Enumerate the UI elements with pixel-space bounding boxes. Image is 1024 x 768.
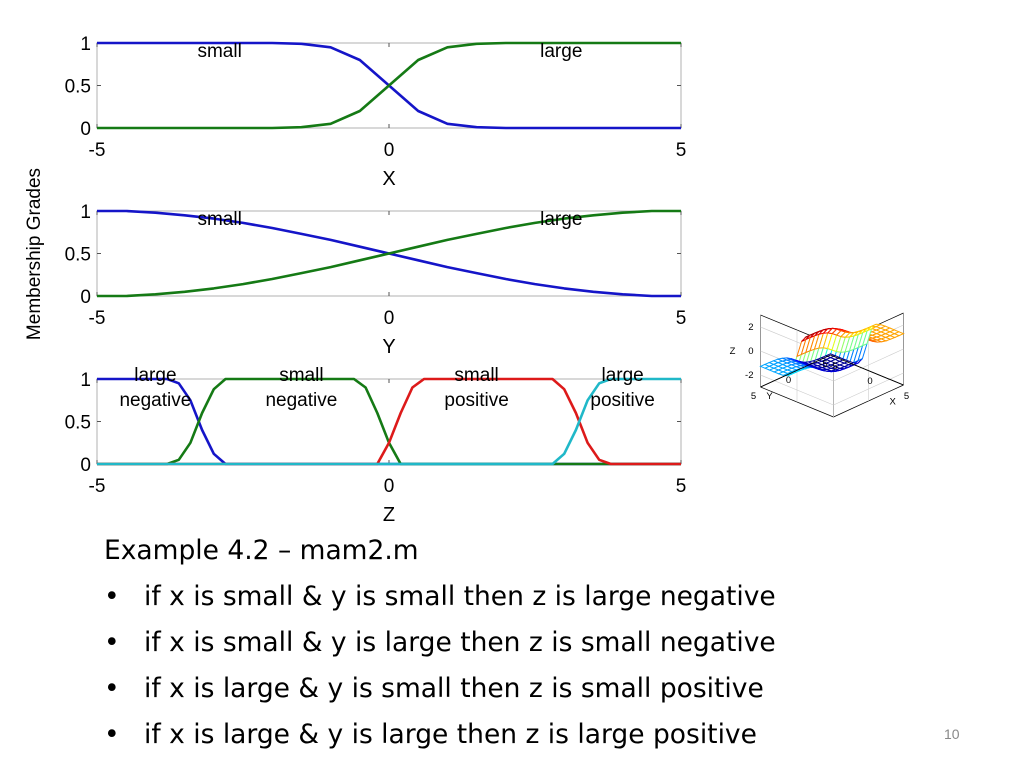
z-axis-label: Z xyxy=(730,346,736,357)
x-axis-label: X xyxy=(382,168,395,190)
y-tick-label: 0 xyxy=(786,375,791,386)
series-line-large xyxy=(97,209,681,298)
x-axis-line xyxy=(830,354,904,386)
rule-item: • if x is small & y is small then z is la… xyxy=(104,574,776,620)
rule-item: • if x is small & y is large then z is sm… xyxy=(104,620,776,666)
gridline xyxy=(833,372,904,406)
x-tick-label: 5 xyxy=(676,308,687,329)
gridline xyxy=(833,348,904,382)
x-axis-label: Z xyxy=(383,504,395,526)
rule-item: • if x is large & y is large then z is la… xyxy=(104,712,776,758)
series-label: small xyxy=(197,41,241,62)
x-tick-label: -5 xyxy=(829,361,837,372)
series-line-small-positive xyxy=(97,377,681,466)
x-tick-label: 0 xyxy=(384,476,395,497)
series-line-large-negative xyxy=(97,377,681,466)
y-tick-label: 0 xyxy=(80,119,91,140)
series-label: positive xyxy=(590,390,654,411)
y-tick-label: 1 xyxy=(80,202,91,223)
bullet: • xyxy=(104,627,120,658)
x-tick-label: -5 xyxy=(89,140,106,161)
page-number: 10 xyxy=(944,726,960,742)
y-tick-label: 0 xyxy=(80,455,91,476)
y-tick-label: 0.5 xyxy=(65,413,91,434)
series-label: negative xyxy=(119,390,191,411)
series-label: large xyxy=(540,41,582,62)
y-tick-label: 0 xyxy=(80,287,91,308)
rule-text: if x is small & y is large then z is sma… xyxy=(144,627,776,658)
membership-grades-ylabel: Membership Grades xyxy=(24,168,45,340)
slide-heading: Example 4.2 – mam2.m xyxy=(104,535,419,566)
x-tick-label: 0 xyxy=(867,376,872,387)
z-tick-label: -2 xyxy=(745,370,753,381)
x-axis-label: Y xyxy=(382,336,395,358)
rule-text: if x is large & y is small then z is sma… xyxy=(144,673,764,704)
y-tick-label: 0.5 xyxy=(65,77,91,98)
x-tick-label: -5 xyxy=(89,308,106,329)
x-tick-label: -5 xyxy=(89,476,106,497)
z-tick-label: 2 xyxy=(748,322,753,333)
y-axis-label: Y xyxy=(766,391,773,402)
x-tick-label: 5 xyxy=(676,140,687,161)
series-label: large xyxy=(601,365,643,386)
series-label: small xyxy=(197,209,241,230)
series-label: large xyxy=(540,209,582,230)
rule-text: if x is large & y is large then z is lar… xyxy=(144,719,757,750)
x-axis-label: X xyxy=(890,397,897,408)
bullet: • xyxy=(104,719,120,750)
x-tick-label: 0 xyxy=(384,308,395,329)
series-label: large xyxy=(134,365,176,386)
series-label: positive xyxy=(444,390,508,411)
series-line-large xyxy=(97,41,681,130)
series-label: small xyxy=(454,365,498,386)
bullet: • xyxy=(104,581,120,612)
x-tick-label: 0 xyxy=(384,140,395,161)
rule-list: • if x is small & y is small then z is la… xyxy=(104,574,776,758)
series-label: negative xyxy=(265,390,337,411)
y-tick-label: -5 xyxy=(819,359,827,370)
series-label: small xyxy=(279,365,323,386)
bullet: • xyxy=(104,673,120,704)
surface-cell xyxy=(893,331,905,337)
y-tick-label: 1 xyxy=(80,34,91,55)
gridline xyxy=(760,374,834,406)
rule-text: if x is small & y is small then z is lar… xyxy=(144,581,776,612)
x-tick-label: 5 xyxy=(676,476,687,497)
slide-body: Example 4.2 – mam2.m • if x is small & y … xyxy=(104,530,776,758)
series-line-large-positive xyxy=(97,377,681,466)
y-tick-label: 0.5 xyxy=(65,245,91,266)
y-tick-label: 1 xyxy=(80,370,91,391)
output-surface-plot: -5 0 5 -5 0 5 -2 0 2X Y Z xyxy=(730,312,909,418)
y-axis-line xyxy=(760,354,831,388)
z-tick-label: 0 xyxy=(748,346,753,357)
rule-item: • if x is large & y is small then z is sm… xyxy=(104,666,776,712)
x-tick-label: 5 xyxy=(904,391,909,402)
y-tick-label: 5 xyxy=(751,391,756,402)
